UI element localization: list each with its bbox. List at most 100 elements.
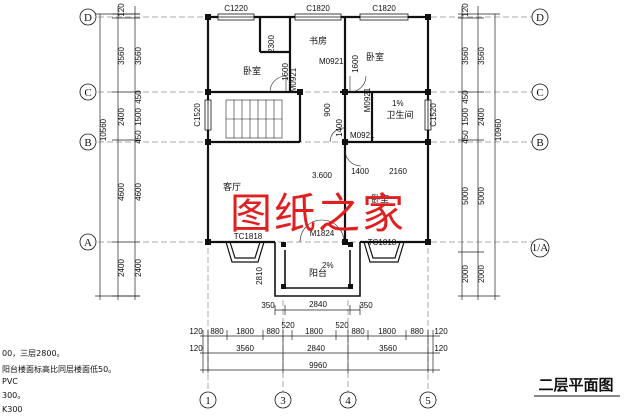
- bottom-dim-total: 9960: [309, 361, 327, 370]
- slope-bathroom: 1%: [392, 99, 404, 108]
- note-1: 00，三层2800。: [2, 349, 65, 358]
- watermark-backdrop: [196, 178, 440, 248]
- bottom-dim-r1-0: 120: [189, 327, 203, 336]
- bottom-dim-r1-3: 880: [266, 327, 280, 336]
- left-dim-3560-a: 3560: [117, 47, 126, 65]
- balcony-columns: [281, 242, 353, 289]
- bottom-dim-r1-5: 1800: [305, 327, 323, 336]
- window-label-c1220: C1220: [224, 4, 248, 13]
- dim-2160: 2160: [389, 167, 407, 176]
- right-dim-2000-b: 2000: [477, 265, 486, 283]
- right-dimension-lines: [458, 6, 500, 300]
- room-label-bedroom-left: 卧室: [243, 65, 261, 77]
- axis-label-d-left: D: [84, 12, 92, 24]
- right-dim-120: 120: [461, 3, 470, 17]
- bottom-dimension-ticks: [202, 305, 434, 373]
- balcony-dim-350-left: 350: [261, 301, 275, 310]
- level-mark: 3.600: [312, 171, 333, 180]
- door-label-m1824: M1824: [310, 229, 335, 238]
- left-dim-2400: 2400: [117, 108, 126, 126]
- window-label-c1520-right: C1520: [429, 103, 438, 127]
- right-dim-450-a: 450: [461, 90, 470, 104]
- right-dim-3560-a: 3560: [461, 47, 470, 65]
- staircase: [225, 99, 283, 139]
- dim-balcony-depth: 2810: [255, 267, 264, 285]
- window-label-c1820-right: C1820: [372, 4, 396, 13]
- dim-study-width: 2300: [267, 35, 276, 53]
- left-dim-4600-b: 4600: [134, 183, 143, 201]
- room-label-study: 书房: [309, 35, 327, 47]
- window-label-tc1818-left: TC1818: [234, 232, 263, 241]
- left-dim-3560-b: 3560: [134, 47, 143, 65]
- axis-label-b-right: B: [536, 137, 543, 149]
- bottom-dim-r1-4: 520: [281, 321, 295, 330]
- dim-study-height: 1600: [281, 63, 290, 81]
- right-dim-450-b: 450: [461, 130, 470, 144]
- bay-windows: [225, 241, 405, 263]
- note-5: K300: [2, 405, 23, 414]
- window-label-c1520-left: C1520: [193, 103, 202, 127]
- dim-900: 900: [323, 103, 332, 117]
- right-dim-3560-b: 3560: [477, 47, 486, 65]
- balcony-dim-350-right: 350: [359, 301, 373, 310]
- right-dim-5000-b: 5000: [477, 187, 486, 205]
- room-label-bathroom: 卫生间: [386, 109, 413, 121]
- door-label-m0921-bath: M0921: [350, 131, 375, 140]
- axis-label-c-left: C: [84, 87, 91, 99]
- left-dim-4600-a: 4600: [117, 183, 126, 201]
- left-dim-2400-lower-b: 2400: [134, 259, 143, 277]
- axis-label-d-right: D: [536, 12, 544, 24]
- dim-1400-horizontal: 1400: [351, 167, 369, 176]
- watermark-text: 图纸之家: [230, 189, 406, 238]
- bottom-dimension-lines: [200, 309, 440, 371]
- left-dimension-lines: [95, 6, 140, 300]
- axis-label-a-left: A: [84, 237, 92, 249]
- bottom-dim-r1-8: 1800: [378, 327, 396, 336]
- bottom-dim-r2-3: 3560: [379, 344, 397, 353]
- left-dim-2400-lower-a: 2400: [117, 259, 126, 277]
- right-dim-2400: 2400: [477, 108, 486, 126]
- structural-columns: [205, 14, 431, 245]
- note-3: PVC: [2, 377, 18, 386]
- left-dim-total: 10560: [99, 118, 108, 141]
- window-label-tc1818-right: TC1818: [368, 238, 397, 247]
- room-label-bedroom-lower: 卧室: [371, 193, 389, 205]
- bottom-dim-r1-7: 880: [351, 327, 365, 336]
- axis-label-4: 4: [345, 395, 351, 407]
- axis-label-1a-right: 1/A: [532, 242, 549, 254]
- bottom-dim-r1-9: 880: [410, 327, 424, 336]
- room-label-bedroom-right: 卧室: [366, 51, 384, 63]
- right-dim-5000-a: 5000: [461, 187, 470, 205]
- note-2: 阳台楼面标高比同层楼面低50。: [2, 364, 116, 374]
- bottom-dim-r2-2: 2840: [307, 344, 325, 353]
- axis-label-5: 5: [425, 395, 431, 407]
- note-4: 300。: [2, 391, 25, 400]
- axis-label-c-right: C: [536, 87, 543, 99]
- balcony: [274, 242, 361, 297]
- top-windows: [204, 13, 432, 131]
- door-label-m0921-mid: M0921: [363, 87, 372, 112]
- right-dim-total: 10960: [494, 118, 503, 141]
- bottom-dim-r2-4: 120: [434, 344, 448, 353]
- bottom-dim-r1-1: 880: [210, 327, 224, 336]
- bottom-dim-r1-2: 1800: [236, 327, 254, 336]
- drawing-title: 二层平面图: [538, 376, 613, 394]
- dim-1400-vertical: 1400: [335, 119, 344, 137]
- room-label-balcony: 阳台: [309, 267, 327, 279]
- left-dim-450-a: 450: [134, 90, 143, 104]
- door-label-m0921-study: M0921: [319, 57, 344, 66]
- axis-label-1: 1: [205, 395, 211, 407]
- slope-balcony: 2%: [322, 261, 334, 270]
- right-dim-2000-a: 2000: [461, 265, 470, 283]
- left-dim-120: 120: [117, 3, 126, 17]
- bottom-dim-r1-6: 520: [335, 321, 349, 330]
- right-dim-1500: 1500: [461, 108, 470, 126]
- left-dim-450-b: 450: [134, 130, 143, 144]
- window-label-c1820-mid: C1820: [306, 4, 330, 13]
- bottom-dim-r2-1: 3560: [236, 344, 254, 353]
- axis-label-b-left: B: [84, 137, 91, 149]
- bottom-dim-r2-0: 120: [189, 344, 203, 353]
- left-dim-1500: 1500: [134, 108, 143, 126]
